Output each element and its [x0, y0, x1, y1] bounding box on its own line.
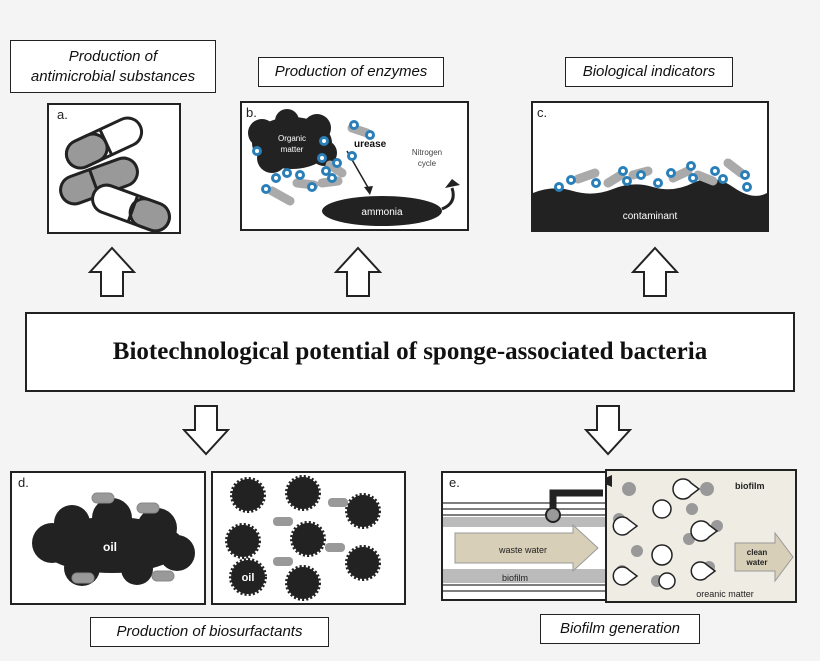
panel-d-letter: d. [18, 475, 29, 490]
pacman-bacteria [612, 478, 719, 586]
organic-matter-text: oreanic matter [696, 589, 754, 599]
micelles-drawing: oil [225, 475, 381, 601]
panel-e-right: biofilm clean water oreanic matter [605, 469, 797, 603]
waste-water-drawing: waste water biofilm [443, 489, 605, 592]
main-title-box: Biotechnological potential of sponge-ass… [25, 312, 795, 392]
up-arrow-b [334, 246, 382, 297]
micelles [225, 475, 381, 601]
panel-c-indicators: c. contaminant [531, 101, 769, 232]
main-title: Biotechnological potential of sponge-ass… [112, 338, 708, 365]
oil-drawing: oil [32, 492, 195, 586]
clean-water-drawing: biofilm clean water oreanic matter [607, 475, 794, 599]
up-arrow-c [631, 246, 679, 297]
panel-b-enzymes: b. Organic matter urease Nitrogen cycle … [240, 101, 469, 231]
micelle-bacteria [273, 498, 348, 566]
panel-d-left: d. oil [10, 471, 206, 605]
waste-arrow [454, 523, 599, 573]
cycle-arrow [441, 187, 455, 211]
panel-c-letter: c. [537, 105, 548, 120]
surfactant-bacteria [71, 492, 175, 584]
oil2-text: oil [242, 572, 255, 584]
panel-b-letter: b. [246, 105, 257, 120]
contaminant-layer [533, 178, 767, 230]
enzyme-dots [252, 120, 375, 194]
panel-e-letter: e. [449, 475, 460, 490]
organic-text-2: matter [281, 145, 304, 154]
biofilm-left-text: biofilm [502, 573, 528, 583]
capsule-3 [91, 183, 171, 232]
pipe-lines [443, 502, 605, 592]
clean-text-1: clean [747, 548, 768, 557]
indicator-dots [554, 161, 752, 192]
panel-d-right: oil [211, 471, 406, 605]
label-antimicrobial-line2: antimicrobial substances [30, 67, 196, 85]
biofilm-bottom [443, 569, 605, 583]
pipe-tip [607, 475, 612, 487]
panel-e-left: e. waste water biofilm [441, 471, 607, 601]
biofilm-top [443, 517, 605, 527]
down-arrow-e [584, 405, 632, 456]
waste-text: waste water [498, 545, 547, 555]
label-indicators: Biological indicators [565, 57, 733, 87]
nitrogen-text-1: Nitrogen [412, 148, 442, 157]
label-biofilm: Biofilm generation [540, 614, 700, 644]
oil-blob [32, 498, 195, 586]
enzymes-drawing: Organic matter urease Nitrogen cycle amm… [248, 109, 460, 226]
down-arrow-d [182, 405, 230, 456]
label-antimicrobial-line1: Production of [68, 47, 158, 65]
ammonia-text: ammonia [361, 207, 403, 218]
smiley-bacteria [651, 499, 676, 590]
nitrogen-text-2: cycle [418, 159, 437, 168]
panel-a-antimicrobial: a. [47, 103, 181, 234]
clean-text-2: water [746, 558, 768, 567]
contaminant-text: contaminant [623, 211, 678, 222]
biofilm-right-text: biofilm [735, 481, 765, 491]
label-biosurfactants: Production of biosurfactants [90, 617, 329, 647]
clean-arrow [734, 531, 794, 583]
ammonia-ellipse [322, 196, 442, 226]
indicators-drawing: contaminant [533, 158, 767, 230]
pipe-valve [545, 507, 561, 523]
up-arrow-a [88, 246, 136, 297]
capsule-1 [64, 116, 144, 170]
outlet-pipe [549, 489, 603, 513]
label-antimicrobial: Production of antimicrobial substances [10, 40, 216, 93]
oil-text: oil [103, 540, 117, 554]
urease-text: urease [354, 139, 387, 150]
label-enzymes: Production of enzymes [258, 57, 444, 87]
panel-a-letter: a. [57, 107, 68, 122]
organic-text-1: Organic [278, 134, 306, 143]
capsules-drawing [59, 116, 171, 232]
